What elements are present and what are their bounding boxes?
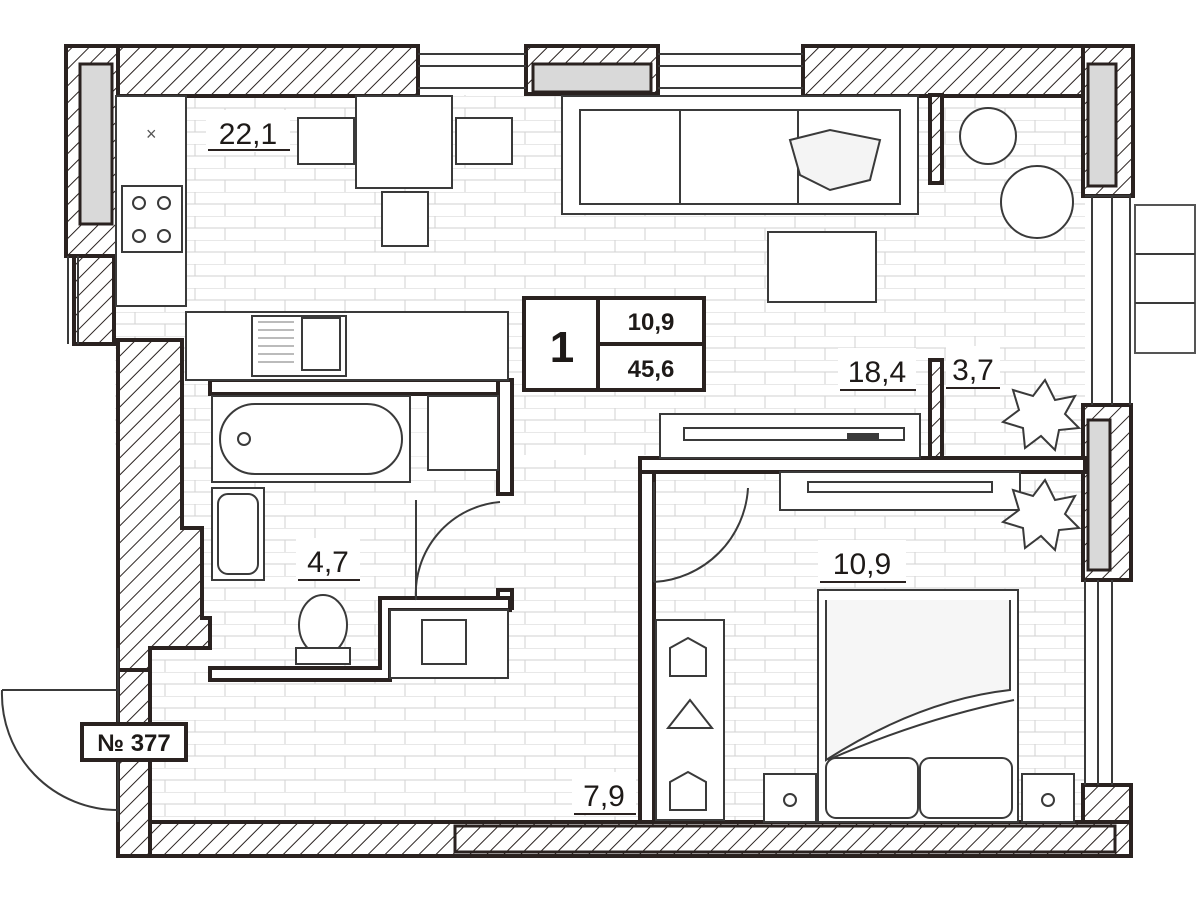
dining-table: [355, 95, 453, 189]
living-furniture: [561, 95, 921, 459]
room-count: 1: [550, 323, 574, 372]
apartment-number: № 377: [97, 730, 170, 757]
armchair: [959, 107, 1017, 165]
hood-mark: ×: [146, 124, 157, 144]
room-area-kitchen: 22,1: [219, 118, 277, 151]
bathroom-fixtures: [211, 395, 501, 665]
door-swing: [414, 500, 501, 601]
structural-fills: [78, 62, 1118, 854]
entrance-door: [0, 689, 119, 811]
dining-set: [297, 95, 513, 247]
balcony-furniture: [959, 107, 1082, 453]
room-area-hallway: 7,9: [583, 780, 625, 813]
room-area-bathroom: 4,7: [307, 546, 349, 579]
hallway-furniture: [0, 609, 509, 822]
apartment-number-badge: № 377: [80, 722, 188, 762]
chair: [381, 191, 429, 247]
summary-box: 1 10,9 45,6: [522, 296, 706, 392]
coffee-table: [767, 231, 877, 303]
washing-machine: [427, 395, 499, 471]
chair: [297, 117, 355, 165]
toilet: [298, 594, 348, 656]
plant-icon: [1000, 378, 1082, 453]
room-area-balcony: 3,7: [952, 354, 994, 387]
windows: [67, 53, 1196, 785]
total-area-value: 45,6: [628, 356, 675, 383]
stove: [121, 185, 183, 253]
wall-left-mid: [72, 254, 116, 346]
bedroom-door-swing: [653, 482, 749, 583]
kitchen: ×: [115, 95, 509, 381]
bedroom-furniture: [653, 471, 1082, 823]
round-table: [1000, 165, 1074, 239]
interior-walls: [114, 93, 1087, 824]
chair: [455, 117, 513, 165]
wall-top-right: [801, 44, 1135, 98]
plant-icon: [1000, 478, 1082, 553]
room-area-bedroom: 10,9: [833, 548, 891, 581]
room-labels: 22,1 18,4 3,7 4,7 10,9 7,9: [206, 110, 1000, 815]
living-area-value: 10,9: [628, 309, 675, 336]
room-area-living: 18,4: [848, 356, 906, 389]
